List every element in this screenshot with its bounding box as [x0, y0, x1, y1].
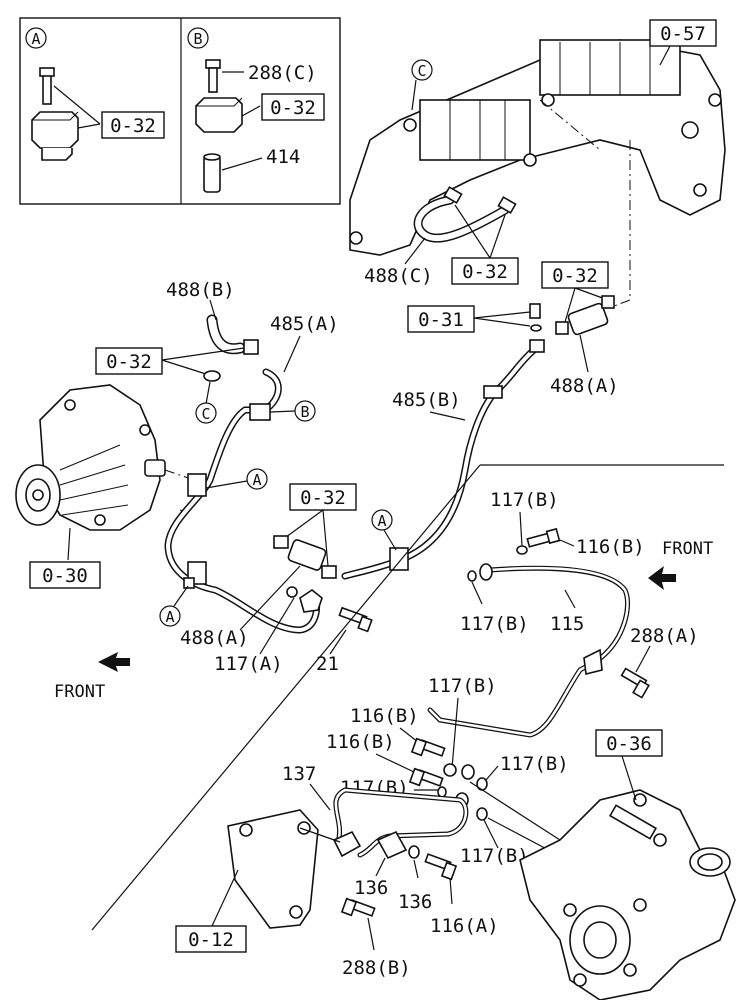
front-label-right: FRONT	[662, 539, 713, 559]
part-label-288a: 288(A)	[630, 625, 699, 647]
inset-b-letter: B	[193, 30, 202, 48]
part-label-137: 137	[282, 763, 316, 785]
part-label-488a-center: 488(A)	[180, 627, 249, 649]
bracket-drawing	[227, 809, 319, 929]
ref-label-0-32-center: 0-32	[300, 487, 346, 509]
ref-label-0-31: 0-31	[418, 309, 464, 331]
part-label-21: 21	[316, 653, 339, 675]
ref-box-0-32-inset-a[interactable]	[101, 111, 165, 139]
part-label-288c: 288(C)	[248, 62, 317, 84]
part-label-117b-bottom: 117(B)	[460, 845, 529, 867]
inset-b-marker	[187, 27, 209, 49]
part-label-117b-mid: 117(B)	[428, 675, 497, 697]
water-pump-drawing	[15, 384, 166, 531]
ref-label-0-32-egr: 0-32	[462, 261, 508, 283]
part-label-288b: 288(B)	[342, 957, 411, 979]
part-label-117b-top: 117(B)	[490, 489, 559, 511]
ref-label-0-32-inset-b: 0-32	[270, 97, 316, 119]
ref-box-0-32-right[interactable]	[541, 261, 609, 289]
marker-b-left-letter: B	[300, 403, 309, 421]
ref-label-0-32-left: 0-32	[106, 351, 152, 373]
ref-label-0-57: 0-57	[660, 23, 706, 45]
ref-box-0-57[interactable]	[649, 19, 717, 47]
part-label-136-right: 136	[398, 891, 432, 913]
clamp-b-drawing	[195, 59, 243, 193]
part-label-414: 414	[266, 146, 300, 168]
egr-cooler-drawing	[349, 39, 726, 256]
pipe-485b	[341, 341, 544, 580]
hose-488a-center	[287, 539, 327, 571]
ref-label-0-32-right: 0-32	[552, 265, 598, 287]
part-label-488a-right: 488(A)	[550, 375, 619, 397]
part-label-116b-1: 116(B)	[350, 705, 419, 727]
marker-a-left-upper	[246, 468, 268, 490]
ref-box-0-36[interactable]	[595, 729, 663, 757]
ref-box-0-30[interactable]	[29, 561, 101, 589]
spacer-414	[203, 155, 221, 193]
part-label-115: 115	[550, 613, 584, 635]
part-label-136-left: 136	[354, 877, 388, 899]
ref-label-0-32-inset-a: 0-32	[110, 115, 156, 137]
detail-inset: A 0-32 B 288(C) 0-32 414	[19, 17, 341, 205]
front-arrow-left-icon	[98, 652, 130, 672]
ref-box-0-32-left[interactable]	[95, 347, 163, 375]
ref-box-0-32-inset-b[interactable]	[261, 93, 325, 121]
part-label-488c: 488(C)	[364, 265, 433, 287]
part-label-117b-right: 117(B)	[500, 753, 569, 775]
ref-box-0-31[interactable]	[407, 305, 475, 333]
part-label-485b: 485(B)	[392, 389, 461, 411]
part-label-488b: 488(B)	[166, 279, 235, 301]
ref-box-0-32-egr[interactable]	[451, 257, 519, 285]
part-label-116b-top: 116(B)	[576, 536, 645, 558]
part-label-117b-left: 117(B)	[460, 613, 529, 635]
part-label-485a: 485(A)	[270, 313, 339, 335]
marker-a-left-lower	[159, 605, 181, 627]
ref-box-0-12[interactable]	[175, 925, 247, 953]
inset-a-marker	[25, 27, 47, 49]
front-label-left: FRONT	[54, 682, 105, 702]
marker-a-485b-letter: A	[377, 512, 386, 530]
ref-label-0-12: 0-12	[188, 929, 234, 951]
marker-c-top	[411, 59, 433, 81]
marker-a-485b	[371, 509, 393, 531]
clamp-a-drawing	[31, 67, 79, 161]
part-label-116a: 116(A)	[430, 915, 499, 937]
part-label-116b-2: 116(B)	[326, 731, 395, 753]
marker-c-top-letter: C	[417, 62, 426, 80]
inset-a-letter: A	[31, 30, 40, 48]
ref-label-0-36: 0-36	[606, 733, 652, 755]
ref-box-0-32-center[interactable]	[289, 483, 357, 511]
turbocharger-drawing	[519, 789, 736, 1000]
marker-c-left	[195, 402, 217, 424]
marker-a-left-lower-letter: A	[165, 608, 174, 626]
ref-label-0-30: 0-30	[42, 565, 88, 587]
marker-c-left-letter: C	[201, 405, 210, 423]
marker-a-left-upper-letter: A	[252, 471, 261, 489]
front-arrow-right-icon	[648, 566, 676, 590]
hose-488a-right	[567, 302, 609, 336]
part-label-117a: 117(A)	[214, 653, 283, 675]
